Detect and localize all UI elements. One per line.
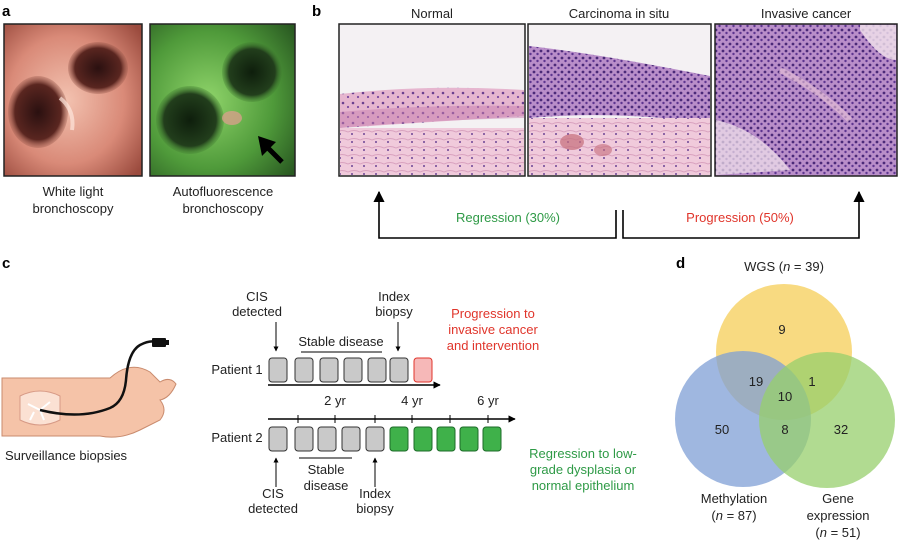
p2-visit xyxy=(268,426,288,452)
p2-visit-regressed xyxy=(413,426,433,452)
regression-text-2: grade dysplasia or xyxy=(530,462,637,477)
p1-visit xyxy=(389,357,409,383)
p2-stable-1: Stable xyxy=(308,462,345,477)
venn-value-wgs-only: 9 xyxy=(778,322,785,337)
venn-value-all-three: 10 xyxy=(778,389,792,404)
panel-c-label: c xyxy=(2,255,10,272)
p2-visit-regressed xyxy=(389,426,409,452)
regression-text-3: normal epithelium xyxy=(532,478,635,493)
gene-n: (n = 51) xyxy=(815,525,860,540)
p1-visit-progression xyxy=(413,357,433,383)
p2-visit xyxy=(365,426,385,452)
p2-stable-2: disease xyxy=(304,478,349,493)
p1-visit xyxy=(268,357,288,383)
p2-visit xyxy=(294,426,314,452)
gene-label-2: expression xyxy=(807,508,870,523)
p1-visit xyxy=(294,357,314,383)
surveillance-label: Surveillance biopsies xyxy=(5,448,128,463)
p2-visit xyxy=(317,426,337,452)
autofluorescence-image xyxy=(149,23,296,177)
p2-visit-regressed xyxy=(436,426,456,452)
p1-index-1: Index xyxy=(378,289,410,304)
gene-label-1: Gene xyxy=(822,491,854,506)
tick-4yr: 4 yr xyxy=(401,393,423,408)
cis-histology-image xyxy=(527,23,712,177)
tick-6yr: 6 yr xyxy=(477,393,499,408)
p1-stable-disease: Stable disease xyxy=(298,334,383,349)
p1-visit xyxy=(343,357,363,383)
regression-label: Regression (30%) xyxy=(456,210,560,225)
p1-cis-detected-2: detected xyxy=(232,304,282,319)
p1-visit xyxy=(319,357,339,383)
patient1-label: Patient 1 xyxy=(211,362,262,377)
regression-text-1: Regression to low- xyxy=(529,446,637,461)
p1-index-2: biopsy xyxy=(375,304,413,319)
p2-timeline-ticks xyxy=(297,415,489,423)
p2-cis-detected-1: CIS xyxy=(262,486,284,501)
invasive-histology-image xyxy=(714,23,898,177)
p1-visit xyxy=(367,357,387,383)
white-light-label-1: White light xyxy=(43,184,104,199)
progression-label: Progression (50%) xyxy=(686,210,794,225)
wgs-title: WGS (n = 39) xyxy=(744,259,824,274)
arrow-pointer-icon xyxy=(258,136,284,164)
p1-cis-detected-1: CIS xyxy=(246,289,268,304)
panel-a-label: a xyxy=(2,3,11,20)
invasive-title: Invasive cancer xyxy=(761,6,852,21)
regression-arrow xyxy=(373,190,617,239)
p2-index-1: Index xyxy=(359,486,391,501)
normal-histology-image xyxy=(338,23,526,177)
p2-index-2: biopsy xyxy=(356,501,394,516)
venn-circle-gene-expression xyxy=(759,352,895,488)
progression-text-1: Progression to xyxy=(451,306,535,321)
p2-visit xyxy=(341,426,361,452)
autofluorescence-label-2: bronchoscopy xyxy=(183,201,264,216)
normal-title: Normal xyxy=(411,6,453,21)
venn-value-gene-only: 32 xyxy=(834,422,848,437)
p2-visit-boxes xyxy=(268,426,502,452)
p2-visit-regressed xyxy=(482,426,502,452)
methylation-n: (n = 87) xyxy=(711,508,756,523)
p2-cis-detected-2: detected xyxy=(248,501,298,516)
autofluorescence-label-1: Autofluorescence xyxy=(173,184,273,199)
progression-text-3: and intervention xyxy=(447,338,540,353)
p1-visit-boxes xyxy=(268,357,433,383)
panel-b-label: b xyxy=(312,3,321,20)
progression-arrow xyxy=(622,190,865,239)
progression-text-2: invasive cancer xyxy=(448,322,538,337)
venn-value-wgs-methylation: 19 xyxy=(749,374,763,389)
venn-value-methylation-gene: 8 xyxy=(781,422,788,437)
panel-d-label: d xyxy=(676,255,685,272)
venn-diagram xyxy=(675,284,895,488)
methylation-label: Methylation xyxy=(701,491,767,506)
cis-title: Carcinoma in situ xyxy=(569,6,669,21)
patient2-label: Patient 2 xyxy=(211,430,262,445)
tick-2yr: 2 yr xyxy=(324,393,346,408)
venn-value-wgs-gene: 1 xyxy=(808,374,815,389)
patient-illustration xyxy=(1,338,177,438)
white-light-image xyxy=(3,23,143,177)
p2-visit-regressed xyxy=(459,426,479,452)
white-light-label-2: bronchoscopy xyxy=(33,201,114,216)
venn-value-methylation-only: 50 xyxy=(715,422,729,437)
